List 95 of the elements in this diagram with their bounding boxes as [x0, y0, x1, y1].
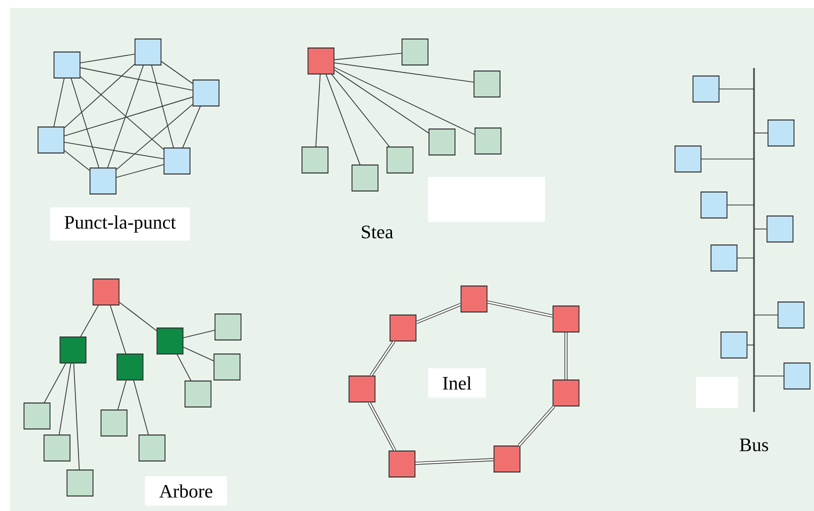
- network-link: [64, 150, 90, 171]
- computer-box: [474, 70, 500, 98]
- computer-box: [214, 354, 240, 380]
- network-link: [53, 78, 65, 127]
- computer-box: [100, 410, 128, 436]
- computer-box: [386, 146, 414, 174]
- network-link: [64, 64, 135, 128]
- network-link: [334, 70, 429, 134]
- network-link: [116, 104, 193, 170]
- network-link: [183, 346, 214, 362]
- network-link: [151, 65, 174, 148]
- network-link: [107, 65, 144, 168]
- computer-box: [138, 434, 166, 462]
- computer-box: [460, 286, 488, 312]
- computer-box: [552, 380, 580, 406]
- network-link: [334, 52, 402, 60]
- computer-box: [60, 336, 86, 364]
- computer-box: [692, 76, 720, 102]
- computer-box: [784, 362, 810, 390]
- computer-box: [402, 38, 428, 66]
- computer-box: [192, 80, 220, 106]
- computer-box: [700, 192, 728, 218]
- bus-connector: [719, 88, 754, 90]
- computer-box: [54, 52, 80, 78]
- computer-box: [352, 164, 378, 192]
- network-link: [110, 305, 126, 354]
- computer-box: [390, 314, 416, 342]
- network-link: [80, 54, 135, 64]
- network-link: [73, 363, 80, 470]
- network-link: [334, 67, 475, 135]
- computer-box: [92, 278, 120, 306]
- computer-box: [44, 434, 70, 462]
- network-link: [116, 164, 164, 178]
- network-link: [182, 106, 201, 148]
- computer-box: [710, 244, 738, 272]
- computer-box: [156, 328, 184, 354]
- network-link: [133, 380, 149, 435]
- ring-link: [564, 332, 568, 380]
- computer-box: [24, 402, 50, 430]
- bus-connector: [747, 344, 754, 346]
- topology-label: Inel: [428, 368, 486, 398]
- computer-box: [778, 302, 804, 328]
- bus-connector: [754, 314, 778, 316]
- network-link: [80, 76, 164, 150]
- bus-line: [753, 68, 755, 412]
- computer-box: [38, 126, 64, 154]
- computer-box: [674, 146, 702, 172]
- network-link: [58, 363, 72, 435]
- network-link: [334, 62, 474, 83]
- network-link: [331, 74, 390, 147]
- network-link: [326, 74, 360, 165]
- computer-box: [308, 48, 334, 74]
- bus-connector: [701, 158, 754, 160]
- topology-label: Stea: [362, 226, 394, 238]
- network-link: [183, 330, 215, 338]
- computer-box: [768, 120, 794, 146]
- computer-box: [134, 38, 162, 66]
- computer-box: [66, 470, 94, 496]
- network-link: [80, 305, 99, 337]
- ring-link: [487, 300, 553, 318]
- network-link: [176, 354, 192, 381]
- computer-box: [474, 128, 502, 154]
- computer-box: [720, 332, 748, 358]
- bus-connector: [754, 132, 768, 134]
- ring-link: [415, 458, 494, 465]
- topology-label: Punct-la-punct: [50, 207, 190, 241]
- topology-label: Arbore: [145, 476, 227, 506]
- computer-box: [388, 450, 416, 478]
- computer-box: [184, 380, 212, 408]
- computer-box: [164, 148, 190, 174]
- network-link: [315, 74, 321, 147]
- computer-box: [302, 146, 328, 174]
- network-link: [161, 61, 193, 84]
- ring-link: [518, 405, 556, 447]
- computer-box: [552, 306, 580, 332]
- network-link: [44, 363, 66, 403]
- bus-connector: [754, 228, 767, 230]
- computer-box: [428, 128, 456, 156]
- computer-box: [348, 376, 376, 402]
- ring-link: [416, 303, 462, 324]
- computer-box: [494, 446, 520, 472]
- network-link: [64, 96, 193, 136]
- network-link: [80, 67, 193, 91]
- computer-box: [116, 354, 144, 380]
- network-link: [64, 142, 164, 160]
- computer-box: [90, 168, 116, 194]
- computer-box: [766, 216, 794, 242]
- ring-link: [370, 340, 396, 376]
- network-link: [70, 78, 100, 168]
- bus-connector: [727, 204, 754, 206]
- network-link: [119, 302, 157, 332]
- computer-box: [214, 314, 242, 340]
- topology-label: Bus: [740, 438, 768, 452]
- ring-link: [368, 402, 396, 452]
- network-link: [117, 380, 127, 410]
